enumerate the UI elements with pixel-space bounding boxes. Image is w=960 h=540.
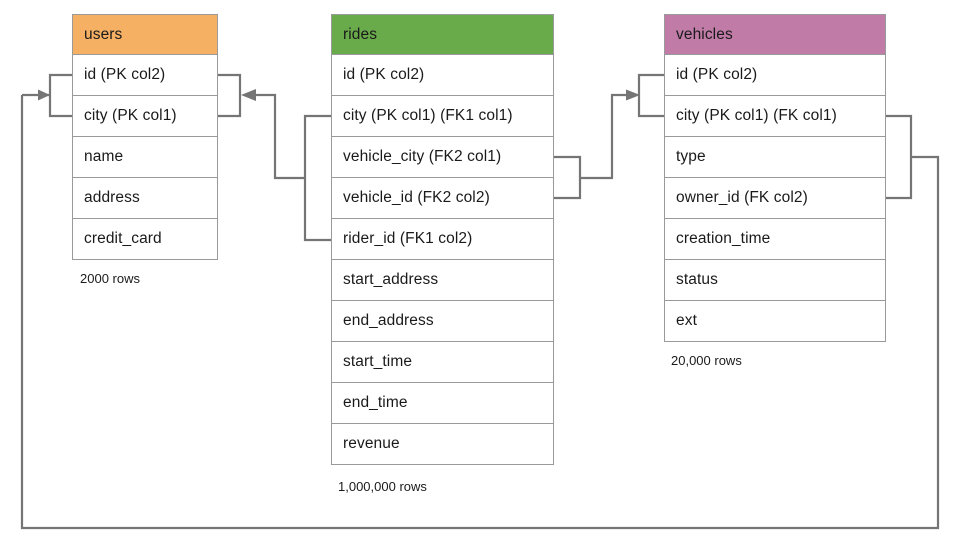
entity-vehicles-title: vehicles — [676, 25, 733, 43]
field-users-name[interactable]: name — [72, 137, 218, 178]
rides-fk2-bracket — [554, 155, 582, 200]
field-rides-vehicle-id[interactable]: vehicle_id (FK2 col2) — [331, 178, 554, 219]
field-users-address[interactable]: address — [72, 178, 218, 219]
field-rides-revenue[interactable]: revenue — [331, 424, 554, 465]
field-vehicles-city[interactable]: city (PK col1) (FK col1) — [664, 96, 886, 137]
entity-users-header: users — [72, 14, 218, 55]
field-label: id (PK col2) — [676, 66, 758, 83]
field-vehicles-type[interactable]: type — [664, 137, 886, 178]
field-users-id[interactable]: id (PK col2) — [72, 55, 218, 96]
arrow-into-vehicles-left — [626, 89, 640, 101]
entity-vehicles-header: vehicles — [664, 14, 886, 55]
field-label: ext — [676, 312, 697, 329]
field-label: end_time — [343, 394, 408, 411]
field-rides-start-address[interactable]: start_address — [331, 260, 554, 301]
field-label: name — [84, 148, 124, 165]
field-rides-rider-id[interactable]: rider_id (FK1 col2) — [331, 219, 554, 260]
field-label: city (PK col1) (FK1 col1) — [343, 107, 513, 124]
vehicles-right-bracket — [886, 114, 913, 200]
entity-users-title: users — [84, 25, 123, 43]
field-rides-id[interactable]: id (PK col2) — [331, 55, 554, 96]
field-label: vehicle_id (FK2 col2) — [343, 189, 490, 206]
field-rides-vehicle-city[interactable]: vehicle_city (FK2 col1) — [331, 137, 554, 178]
field-users-credit-card[interactable]: credit_card — [72, 219, 218, 260]
entity-rides[interactable]: rides id (PK col2) city (PK col1) (FK1 c… — [331, 14, 554, 465]
entity-rides-title: rides — [343, 25, 378, 43]
field-rides-end-time[interactable]: end_time — [331, 383, 554, 424]
field-label: rider_id (FK1 col2) — [343, 230, 473, 247]
entity-users[interactable]: users id (PK col2) city (PK col1) name a… — [72, 14, 218, 260]
field-vehicles-id[interactable]: id (PK col2) — [664, 55, 886, 96]
rides-fk1-bracket — [303, 114, 331, 242]
row-count-vehicles: 20,000 rows — [671, 353, 742, 368]
field-vehicles-creation-time[interactable]: creation_time — [664, 219, 886, 260]
field-label: status — [676, 271, 718, 288]
field-label: id (PK col2) — [343, 66, 425, 83]
field-label: start_address — [343, 271, 439, 288]
rides-fk2-stem — [580, 93, 633, 180]
field-vehicles-owner-id[interactable]: owner_id (FK col2) — [664, 178, 886, 219]
field-vehicles-ext[interactable]: ext — [664, 301, 886, 342]
field-rides-city[interactable]: city (PK col1) (FK1 col1) — [331, 96, 554, 137]
row-count-users: 2000 rows — [80, 271, 140, 286]
arrow-into-users-left — [38, 89, 50, 101]
field-label: revenue — [343, 435, 400, 452]
field-label: vehicle_city (FK2 col1) — [343, 148, 502, 165]
row-count-rides: 1,000,000 rows — [338, 479, 427, 494]
entity-rides-header: rides — [331, 14, 554, 55]
field-rides-start-time[interactable]: start_time — [331, 342, 554, 383]
users-left-bracket — [48, 73, 72, 118]
arrow-into-users-right — [241, 89, 256, 101]
field-users-city[interactable]: city (PK col1) — [72, 96, 218, 137]
field-label: address — [84, 189, 140, 206]
field-label: creation_time — [676, 230, 771, 247]
vehicles-left-bracket — [637, 73, 664, 118]
field-label: id (PK col2) — [84, 66, 166, 83]
field-rides-end-address[interactable]: end_address — [331, 301, 554, 342]
field-label: city (PK col1) — [84, 107, 177, 124]
rides-fk1-stem — [256, 93, 305, 180]
field-label: credit_card — [84, 230, 162, 247]
field-label: type — [676, 148, 706, 165]
field-label: end_address — [343, 312, 434, 329]
entity-vehicles[interactable]: vehicles id (PK col2) city (PK col1) (FK… — [664, 14, 886, 342]
field-label: start_time — [343, 353, 413, 370]
field-vehicles-status[interactable]: status — [664, 260, 886, 301]
field-label: city (PK col1) (FK col1) — [676, 107, 837, 124]
users-right-bracket — [218, 73, 242, 118]
field-label: owner_id (FK col2) — [676, 189, 808, 206]
